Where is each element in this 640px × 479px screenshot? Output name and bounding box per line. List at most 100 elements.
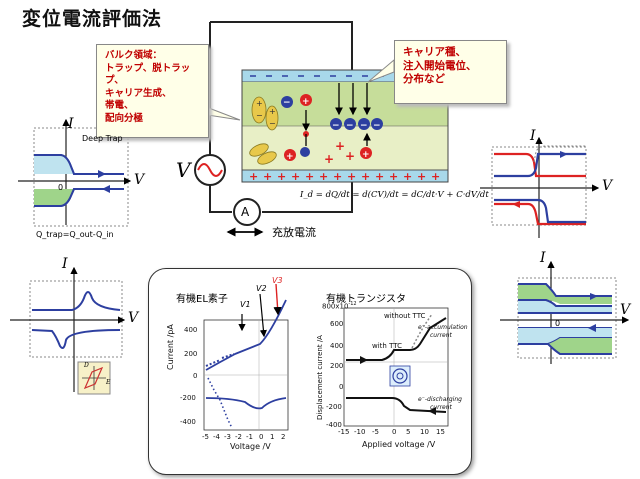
el-ytick-400: 400	[184, 326, 198, 334]
svg-text:−: −	[283, 98, 291, 108]
tr-ytick-400: 400	[330, 342, 344, 350]
dipoles	[249, 96, 279, 165]
el-xtick-neg1: -1	[246, 433, 253, 441]
svg-text:+: +	[263, 170, 272, 183]
svg-text:+: +	[305, 170, 314, 183]
tr-ytick-600: 600	[330, 320, 344, 328]
svg-text:+: +	[335, 139, 345, 153]
carrier-line-1: キャリア種、	[403, 46, 466, 58]
el-ytick-200: 200	[184, 350, 198, 358]
svg-text:−: −	[332, 121, 340, 131]
bottom-electrode-charges: +++ +++ +++ +++ ++	[249, 170, 440, 183]
ammeter	[233, 198, 261, 226]
dipole-signs: +− +−	[256, 99, 276, 128]
tr-xtick-neg10: -10	[354, 428, 366, 436]
el-ytick-neg400: -400	[180, 418, 196, 426]
svg-text:+: +	[403, 170, 412, 183]
tr-dis-line-2: current	[430, 404, 452, 411]
carrier-callout: キャリア種、 注入開始電位、 分布など	[394, 40, 507, 104]
tr-yexp: 800x10-12	[322, 301, 357, 310]
el-xtick-1: 1	[270, 433, 275, 441]
el-title: 有機EL素子	[176, 294, 228, 305]
svg-text:+: +	[389, 170, 398, 183]
tr-ytick-neg400: -400	[326, 421, 342, 429]
svg-text:−: −	[373, 121, 381, 131]
inset-y: D	[84, 362, 89, 369]
el-ylabel: Current /pA	[166, 324, 175, 370]
tr-without-ttc: without TTC	[384, 312, 426, 320]
negative-carriers	[281, 96, 383, 157]
tr-xtick-5: 5	[406, 428, 411, 436]
svg-text:+: +	[256, 99, 263, 108]
tr-xtick-0: 0	[392, 428, 397, 436]
svg-text:−: −	[360, 121, 368, 131]
tr-xtick-15: 15	[436, 428, 445, 436]
svg-text:+: +	[361, 170, 370, 183]
tr-with-ttc: with TTC	[372, 342, 402, 350]
tr-dis-line-1: e⁻-discharging	[418, 396, 462, 403]
current-equation: I_d = dQ/dt = d(CV)/dt = dC/dt·V + C·dV/…	[300, 190, 489, 200]
svg-text:+: +	[269, 107, 276, 116]
carrier-signs: −+ −−−− ++	[283, 97, 381, 162]
tr-yexp-sup: -12	[348, 301, 357, 307]
charge-label: 充放電流	[272, 226, 316, 239]
tr-xtick-neg15: -15	[338, 428, 350, 436]
el-v1: V1	[240, 300, 251, 309]
bulk-callout: バルク領域： トラップ、脱トラップ、 キャリア生成、 帯電、 配向分極	[96, 44, 209, 138]
plot-mid-left	[10, 266, 126, 395]
deep-trap-xlabel: V	[134, 172, 145, 188]
top-right-ylabel: I	[530, 128, 536, 144]
el-ytick-neg200: -200	[180, 394, 196, 402]
tr-xtick-10: 10	[420, 428, 429, 436]
experiment-plots	[203, 283, 449, 431]
plot-deep-trap	[18, 118, 132, 227]
svg-text:+: +	[277, 170, 286, 183]
tr-xtick-neg5: -5	[372, 428, 379, 436]
carrier-line-2: 注入開始電位、	[403, 59, 477, 72]
svg-text:+: +	[249, 170, 258, 183]
tr-ylabel: Displacement current /A	[316, 335, 324, 420]
svg-text:+: +	[362, 150, 370, 160]
svg-text:+: +	[375, 170, 384, 183]
el-xtick-0: 0	[259, 433, 264, 441]
bulk-line-2: トラップ、脱トラップ、	[105, 62, 191, 87]
el-xtick-2: 2	[281, 433, 286, 441]
tr-ytick-200: 200	[330, 362, 344, 370]
svg-text:+: +	[333, 170, 342, 183]
el-xtick-neg2: -2	[235, 433, 242, 441]
svg-text:+: +	[431, 170, 440, 183]
page-title: 変位電流評価法	[22, 8, 163, 30]
plot-top-right	[480, 136, 600, 238]
plot-mid-right	[500, 260, 630, 364]
circuit	[209, 21, 353, 213]
svg-text:+: +	[286, 152, 294, 162]
voltage-symbol: V	[176, 158, 191, 182]
bulk-line-4: 帯電、	[105, 100, 134, 111]
deep-trap-ylabel: I	[68, 116, 74, 132]
tr-ytick-neg200: -200	[326, 403, 342, 411]
bulk-line-5: 配向分極	[105, 112, 144, 124]
svg-text:−: −	[269, 119, 276, 128]
el-xlabel: Voltage /V	[230, 442, 271, 451]
deep-trap-caption: Deep Trap	[82, 134, 123, 143]
svg-text:+: +	[302, 97, 310, 107]
mid-left-xlabel: V	[128, 310, 139, 326]
el-xtick-neg4: -4	[213, 433, 220, 441]
deep-trap-formula: Q_trap=Q_out-Q_in	[36, 230, 114, 239]
ammeter-symbol: A	[241, 205, 250, 219]
el-v2: V2	[256, 284, 267, 293]
ac-source	[194, 154, 226, 186]
tr-acc-line-1: e⁻-accumulation	[418, 324, 468, 331]
mid-left-ylabel: I	[62, 256, 68, 272]
carrier-line-3: 分布など	[403, 73, 445, 85]
top-right-xlabel: V	[602, 178, 613, 194]
svg-text:+: +	[319, 170, 328, 183]
deep-trap-origin: 0	[58, 183, 64, 192]
carrier-arrows	[302, 83, 371, 146]
svg-text:+: +	[345, 149, 355, 163]
mid-right-xlabel: V	[620, 302, 631, 318]
svg-text:−: −	[256, 111, 263, 120]
tr-xlabel: Applied voltage /V	[362, 440, 436, 449]
inset-x: E	[106, 379, 111, 386]
